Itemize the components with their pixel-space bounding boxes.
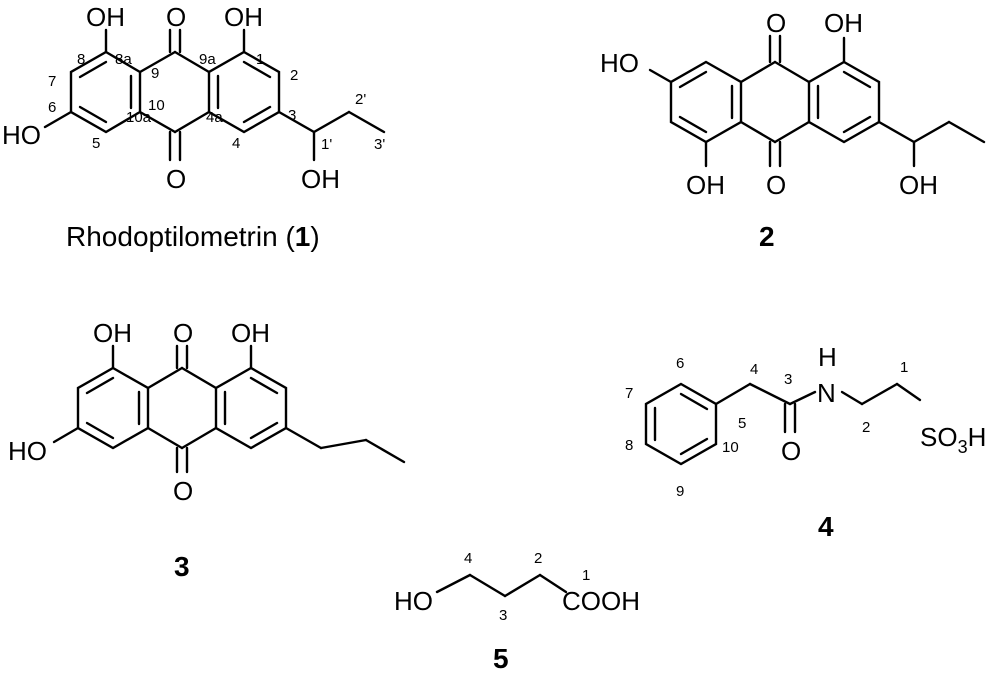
c2-atom-oh-bottom: OH (686, 170, 725, 200)
c4-locant: 2 (862, 419, 870, 436)
compound-4-label: 4 (818, 511, 834, 542)
c1-atom-oh-1: OH (224, 2, 263, 32)
compound-5-label: 5 (493, 643, 509, 674)
c1-locant: 4 (232, 135, 240, 152)
c4-locant: 4 (750, 361, 758, 378)
c1-atom-oh-1prime: OH (301, 164, 340, 194)
c4-locant: 7 (625, 385, 633, 402)
c3-atom-ho: HO (8, 436, 47, 466)
c1-atom-oh-8: OH (86, 2, 125, 32)
c1-locant: 10 (148, 97, 165, 114)
compound-1-structure (43, 28, 386, 162)
c5-locant: 2 (534, 550, 542, 567)
compound-1-caption: Rhodoptilometrin (1) (66, 221, 320, 252)
c3-atom-oh-right: OH (231, 318, 270, 348)
c1-locant: 6 (48, 99, 56, 116)
c1-locant: 4a (206, 109, 223, 126)
c1-locant: 9 (151, 65, 159, 82)
c4-locant: 6 (676, 355, 684, 372)
compound-3-label: 3 (174, 551, 190, 582)
c1-locant: 2 (290, 67, 298, 84)
c2-atom-o-top: O (766, 8, 786, 38)
c4-locant: 10 (722, 439, 739, 456)
c3-atom-o-bottom: O (173, 476, 193, 506)
compound-4-structure (644, 382, 922, 466)
c1-locant: 1 (256, 51, 264, 68)
c1-locant: 10a (126, 109, 152, 126)
c2-atom-o-bottom: O (766, 170, 786, 200)
c4-locant: 8 (625, 437, 633, 454)
c4-locant: 3 (784, 371, 792, 388)
c2-atom-ho-left: HO (600, 48, 639, 78)
c1-locant: 5 (92, 135, 100, 152)
c4-locant: 5 (738, 415, 746, 432)
compound-2-structure (648, 34, 986, 168)
c5-locant: 3 (499, 607, 507, 624)
c5-atom-ho: HO (394, 586, 433, 616)
c1-locant: 8a (115, 51, 132, 68)
c1-locant: 1' (321, 136, 332, 153)
c5-atom-cooh: COOH (562, 586, 640, 616)
c1-locant: 8 (77, 51, 85, 68)
c1-atom-o-10: O (166, 164, 186, 194)
c1-locant: 3 (288, 107, 296, 124)
c2-atom-oh-chain: OH (899, 170, 938, 200)
c3-atom-o-top: O (173, 318, 193, 348)
c1-locant: 2' (355, 91, 366, 108)
c4-sulfonic-acid: SO3H (920, 422, 986, 457)
c5-locant: 4 (464, 550, 472, 567)
c1-atom-ho-6: HO (2, 120, 41, 150)
c4-locant: 1 (900, 359, 908, 376)
c5-locant: 1 (582, 567, 590, 584)
c1-locant: 9a (199, 51, 216, 68)
compound-5-structure (435, 573, 568, 598)
c3-atom-oh-left: OH (93, 318, 132, 348)
c1-locant: 3' (374, 136, 385, 153)
compound-2-label: 2 (759, 221, 775, 252)
c4-atom-n: N (817, 378, 836, 408)
c4-atom-o: O (781, 436, 801, 466)
c1-locant: 7 (48, 73, 56, 90)
c4-atom-h: H (818, 342, 837, 372)
c1-atom-o-9: O (166, 2, 186, 32)
c4-locant: 9 (676, 483, 684, 500)
c2-atom-oh-top: OH (824, 8, 863, 38)
compound-3-structure (52, 344, 406, 474)
